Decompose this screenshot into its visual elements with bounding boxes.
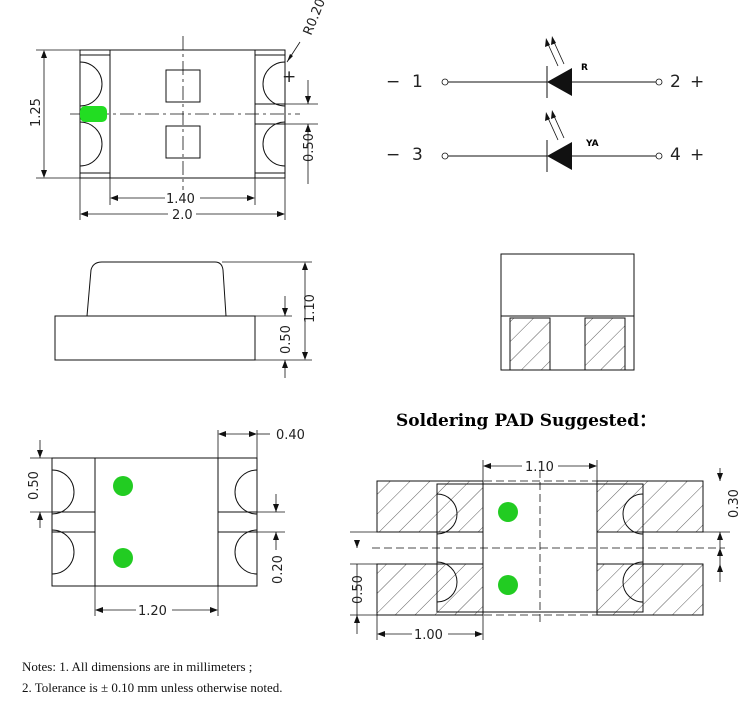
top-view: R0.20 + 1.25 0.50 1.40 2.0 [29,0,329,223]
notes: Notes: 1. All dimensions are in millimet… [22,659,283,695]
bottom-outline [51,457,258,587]
schematic: − 1 R 2 + − 3 YA 4 [386,36,704,172]
solder-pad-view: Soldering PAD Suggested： 1.10 [350,411,742,643]
led-diode-icon [547,142,572,170]
dim-total-height-label: 1.10 [303,294,318,323]
note-line-2: 2. Tolerance is ± 0.10 mm unless otherwi… [22,680,283,695]
row1-left-sign: − [386,72,400,92]
dim-pad-width-label: 0.40 [276,428,305,443]
row1-left-pin: 1 [412,72,423,92]
solder-pad-top-left [376,480,484,533]
side-lens [86,261,227,317]
solder-pad-bottom-right [596,563,704,616]
row2-left-pin: 3 [412,145,423,165]
note-line-1: Notes: 1. All dimensions are in millimet… [22,659,252,674]
row2-left-sign: − [386,145,400,165]
terminal-icon [441,78,449,86]
side-view: 1.10 0.50 [54,261,318,378]
terminal-icon [441,152,449,160]
plus-label: + [282,67,296,87]
dim-height-label: 1.25 [29,98,44,127]
row2-led-label: YA [585,139,599,149]
solder-dot-icon [498,502,518,522]
radius-label: R0.20 [301,0,329,37]
end-pad-left [509,317,551,371]
row2-right-pin: 4 [670,145,681,165]
dim-solder-pad-width-label: 1.00 [414,628,443,643]
chip-lower [165,125,201,159]
row1-right-sign: + [690,72,704,92]
row1-right-pin: 2 [670,72,681,92]
dim-total-width-label: 2.0 [172,208,193,223]
light-emission-icon [545,110,565,141]
dim-right-label: 0.50 [302,133,317,162]
row1-led-label: R [581,63,588,73]
led-diode-icon [547,68,572,96]
dim-spacing-label: 1.10 [525,460,554,475]
bottom-view: 0.40 0.50 0.20 1.20 [27,428,305,619]
dim-inner-width-label: 1.40 [166,192,195,207]
solder-pad-bottom-left [376,563,484,616]
solder-pad-title: Soldering PAD Suggested： [396,411,656,431]
solder-dot-icon [498,575,518,595]
led-marker-icon [80,106,107,122]
light-emission-icon [545,36,565,67]
dim-base-height-label: 0.50 [279,325,294,354]
side-base [54,315,256,361]
end-view [500,253,635,371]
end-pad-right [584,317,626,371]
dim-solder-pad-height-label: 0.30 [727,489,742,518]
dim-pitch-label: 0.50 [351,575,366,604]
terminal-icon [655,78,663,86]
dim-bottom-pad-height-label: 0.50 [27,471,42,500]
end-outline [500,253,635,371]
solder-pad-top-right [596,480,704,533]
bottom-dot-icon [113,476,133,496]
terminal-icon [655,152,663,160]
bottom-dot-icon [113,548,133,568]
row2-right-sign: + [690,145,704,165]
dim-width-label: 1.20 [138,604,167,619]
dim-gap-label: 0.20 [271,555,286,584]
